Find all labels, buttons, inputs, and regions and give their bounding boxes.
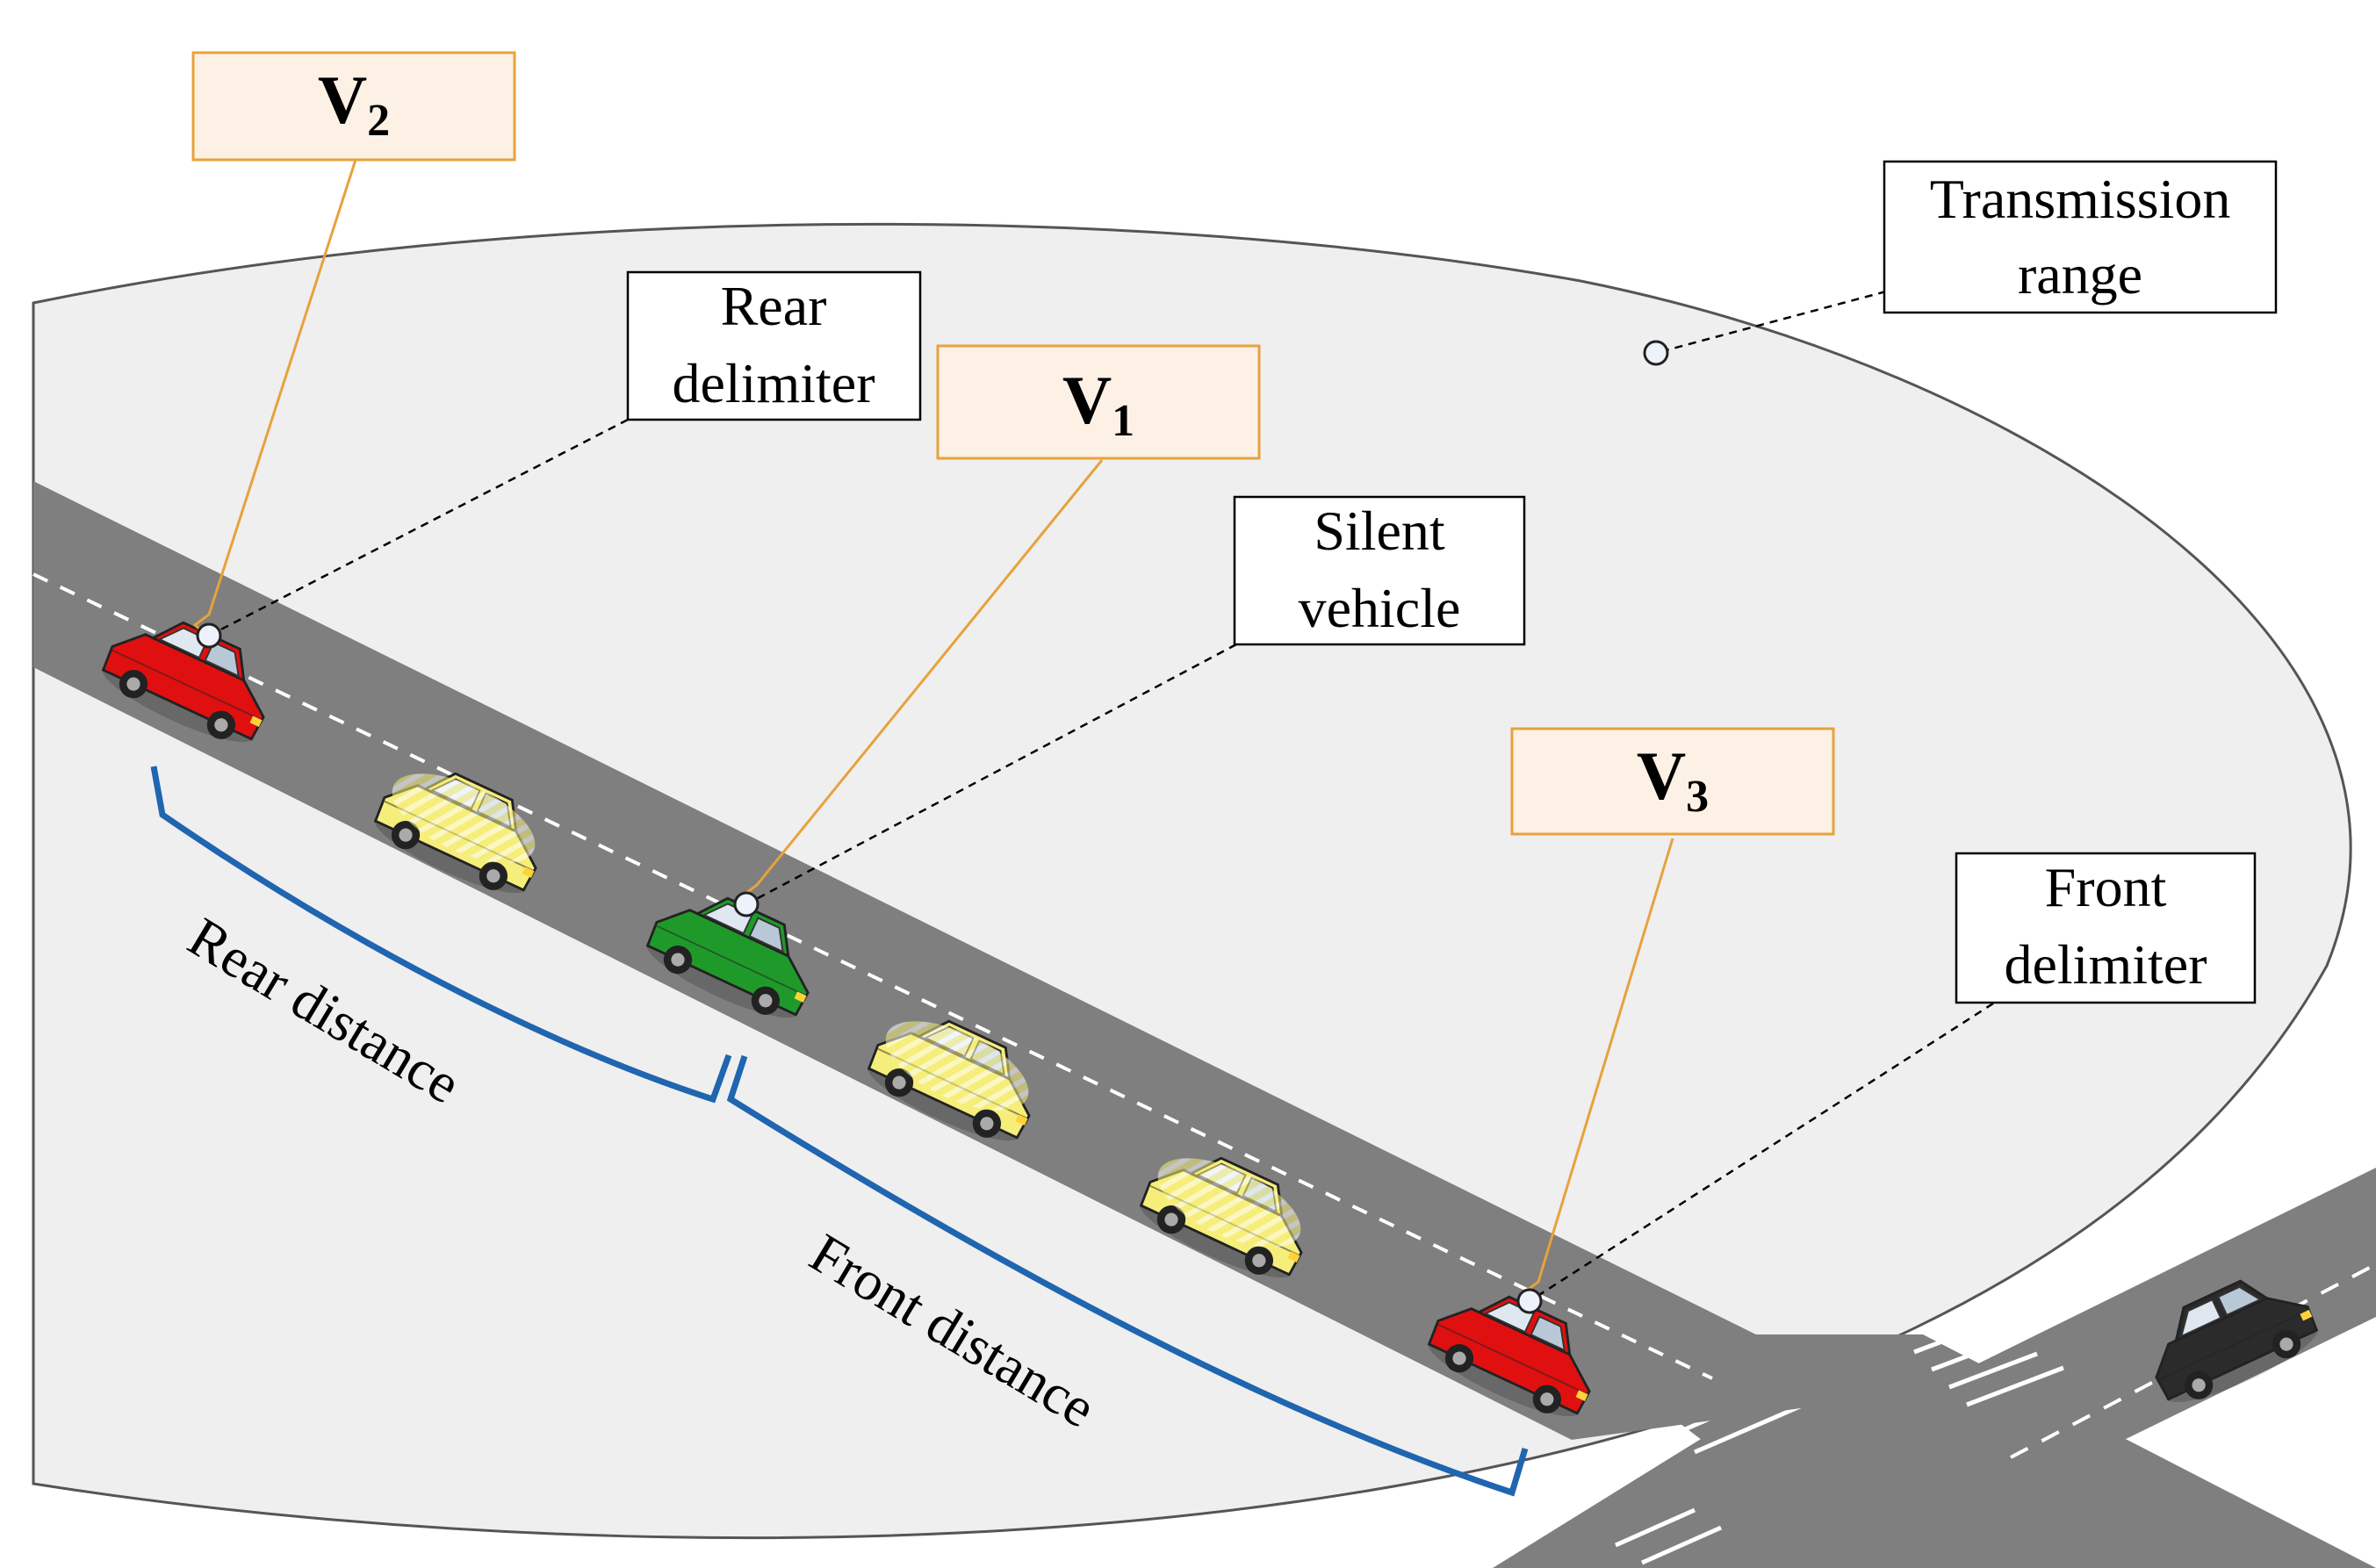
svg-text:V3: V3 (1637, 737, 1709, 822)
transmission-range-area (32, 222, 2352, 1540)
front-delimiter-callout: Front delimiter (1955, 852, 2257, 1004)
v3-label: V3 (1510, 727, 1835, 836)
front-delimiter-line1: Front (2045, 856, 2167, 918)
rear-delimiter-line1: Rear (721, 275, 827, 337)
marker-dots (196, 340, 1669, 1314)
v2-label: V2 (191, 51, 516, 162)
front-distance-bracket (726, 1054, 1529, 1497)
rear-delimiter-callout: Rear delimiter (626, 270, 922, 421)
v3-label-sub: 3 (1686, 772, 1709, 822)
main-road (33, 481, 1826, 1440)
rear-distance-bracket (150, 766, 732, 1104)
silent-vehicle-callout: Silent vehicle (1233, 495, 1526, 646)
yellow-car-stripes (392, 773, 1301, 1248)
v1-label: V1 (936, 344, 1261, 460)
transmission-range-line1: Transmission (1930, 168, 2231, 230)
svg-text:V1: V1 (1062, 362, 1134, 446)
transmission-range-line2: range (2018, 243, 2142, 306)
v1-label-main: V (1062, 362, 1112, 438)
silent-vehicle-line2: vehicle (1299, 577, 1461, 639)
silent-vehicle-line1: Silent (1314, 500, 1445, 562)
front-delimiter-line2: delimiter (2004, 933, 2207, 996)
transmission-range-callout: Transmission range (1883, 160, 2278, 314)
svg-text:V2: V2 (318, 61, 390, 146)
v2-label-main: V (318, 61, 367, 138)
callout-leaders (208, 290, 1994, 1303)
v2-label-sub: 2 (367, 96, 390, 146)
v3-label-main: V (1637, 737, 1686, 814)
v1-label-sub: 1 (1112, 396, 1134, 446)
lane-divider (32, 572, 1713, 1380)
rear-delimiter-line2: delimiter (672, 352, 875, 414)
